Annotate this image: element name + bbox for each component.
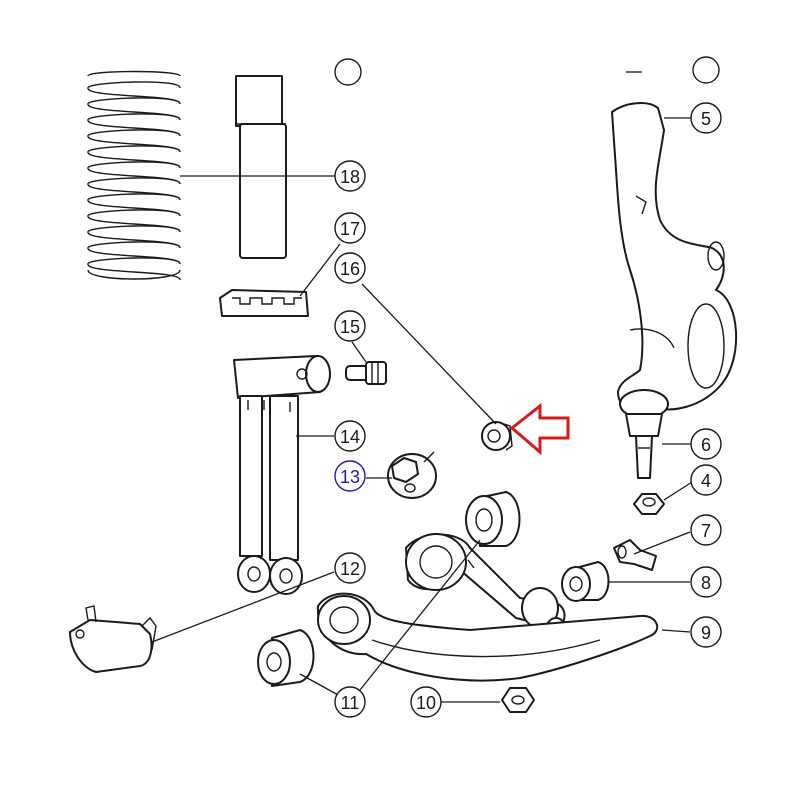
callout-circle [690, 102, 722, 134]
coil-spring [87, 70, 181, 281]
upper-control-arm [405, 491, 567, 643]
callout-7: 7 [690, 514, 722, 546]
callout-18: 18 [334, 160, 366, 192]
callout-label: 5 [701, 109, 711, 129]
callout-label: 7 [701, 521, 711, 541]
callout-15: 15 [334, 310, 366, 342]
callout-label: 17 [340, 219, 360, 239]
spring-coil [87, 257, 181, 281]
callout-label: 4 [701, 471, 711, 491]
callout-circle [334, 686, 366, 718]
callout-16: 16 [334, 252, 366, 284]
callout-circle [334, 160, 366, 192]
callout-label: 8 [701, 573, 711, 593]
callout-5: 5 [690, 102, 722, 134]
callout-label: 12 [340, 559, 360, 579]
callout-label: 16 [340, 259, 360, 279]
callout-circle [690, 464, 722, 496]
callout-circle [334, 252, 366, 284]
spring-isolator [219, 289, 309, 317]
cam-bolt-13 [387, 451, 437, 499]
partial-callouts [334, 56, 720, 86]
ball-joint-stud [625, 413, 663, 479]
callout-circle [690, 616, 722, 648]
callout-circle [334, 552, 366, 584]
callout-14: 14 [334, 420, 366, 452]
callout-9: 9 [690, 616, 722, 648]
shock-absorber [235, 75, 287, 259]
callout-circle [410, 686, 442, 718]
steering-knuckle [611, 102, 737, 419]
stabilizer-link [233, 355, 331, 595]
callout-8: 8 [690, 566, 722, 598]
callout-circle [334, 212, 366, 244]
nut-4 [633, 493, 665, 515]
bolt-15 [345, 361, 387, 385]
bushing-11 [257, 629, 315, 687]
callout-circle [334, 460, 366, 492]
callout-label: 10 [416, 693, 436, 713]
bushing-8 [561, 561, 610, 602]
callout-label: 15 [340, 317, 360, 337]
callout-circle [334, 420, 366, 452]
nut-16 [481, 421, 513, 451]
callout-circle [690, 514, 722, 546]
bracket-12 [69, 605, 157, 673]
callout-label: 9 [701, 623, 711, 643]
callout-label: 11 [341, 693, 360, 713]
callout-circle [690, 566, 722, 598]
callout-12: 12 [334, 552, 366, 584]
callout-label: 14 [340, 427, 360, 447]
callout-17: 17 [334, 212, 366, 244]
callout-label: 6 [701, 435, 711, 455]
callout-6: 6 [690, 428, 722, 460]
fitting-7 [613, 539, 657, 571]
callout-circle [334, 310, 366, 342]
callout-11: 11 [334, 686, 366, 718]
callout-13: 13 [334, 460, 366, 492]
callout-10: 10 [410, 686, 442, 718]
red-outline-arrow-icon [509, 402, 570, 456]
nut-10 [501, 687, 535, 713]
callout-group: 5 6 4 7 8 9 10 11 12 13 14 15 16 17 18 [334, 102, 722, 718]
lower-control-arm [316, 592, 659, 682]
callout-label: 18 [340, 167, 360, 187]
callout-circle [690, 428, 722, 460]
callout-label: 13 [340, 467, 360, 487]
leader-lines [151, 117, 693, 703]
callout-4: 4 [690, 464, 722, 496]
